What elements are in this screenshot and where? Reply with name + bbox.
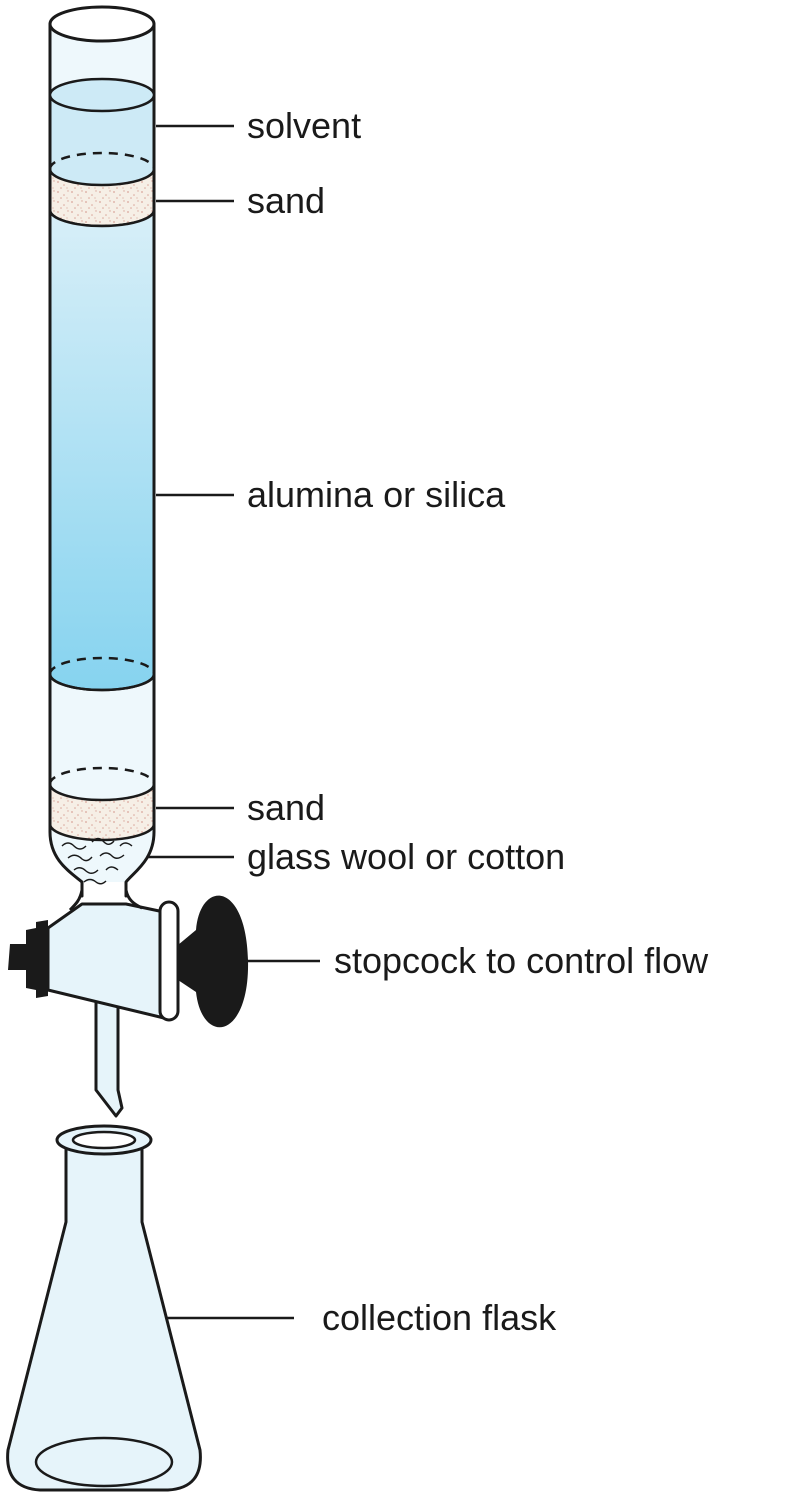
label-stationary-phase: alumina or silica [247,474,506,515]
label-solvent: solvent [247,105,361,146]
chromatography-column [48,5,156,898]
flask-base-curve [34,1436,174,1488]
glass-wool-plug [61,837,133,885]
solvent-surface [48,77,156,113]
column-top-rim [48,5,156,43]
stopcock-handle[interactable] [178,895,249,1028]
label-flask: collection flask [322,1297,557,1338]
stopcock-assembly [8,889,249,1118]
label-sand-top: sand [247,180,325,221]
flask-body [6,1146,202,1492]
label-plug: glass wool or cotton [247,836,565,877]
leader-lines [148,124,320,1320]
stopcock-ring [158,900,180,1022]
label-stopcock: stopcock to control flow [334,940,709,981]
stationary-phase-layer [48,209,156,692]
stopcock-barrel [46,902,166,1020]
solvent-layer [50,95,154,190]
column-outline [48,22,156,898]
label-sand-bottom: sand [247,787,325,828]
collection-flask [6,1124,202,1492]
flask-mouth-opening [71,1130,137,1150]
stopcock-nut [8,920,48,998]
